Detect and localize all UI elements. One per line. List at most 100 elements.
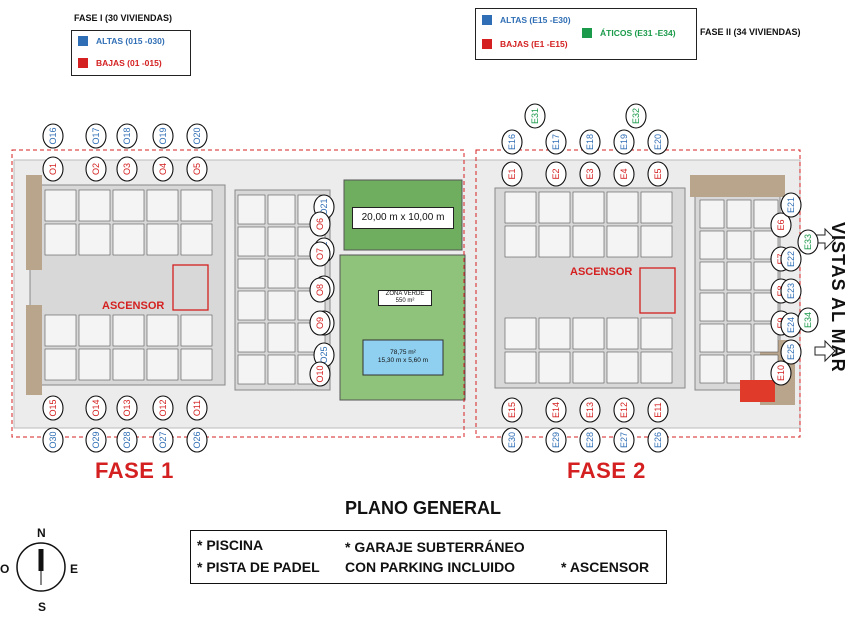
zona-verde-name: ZONA VERDE	[385, 291, 425, 297]
unit-marker-label: O13	[122, 399, 132, 416]
elevator-f1	[172, 264, 209, 311]
unit-marker-label: O7	[315, 248, 325, 260]
zona-verde-area: 550 m²	[395, 298, 415, 304]
unit-marker-label: E17	[551, 134, 561, 150]
unit-marker: E19	[613, 129, 635, 155]
unit-marker: E15	[501, 397, 523, 423]
apartment-module	[572, 317, 605, 350]
apartment-module	[699, 199, 725, 229]
apartment-module	[699, 261, 725, 291]
feature-padel: * PISTA DE PADEL	[197, 559, 320, 575]
unit-marker: E18	[579, 129, 601, 155]
legend-label: ALTAS (E15 -E30)	[500, 15, 571, 25]
unit-marker: O29	[85, 427, 107, 453]
unit-marker: O13	[116, 395, 138, 421]
unit-marker: O7	[309, 241, 331, 267]
legend-fase2-bajas: BAJAS (E1 -E15)	[482, 39, 568, 49]
unit-marker: O14	[85, 395, 107, 421]
blue-swatch	[482, 15, 492, 25]
unit-marker-label: E28	[585, 432, 595, 448]
apartment-module	[753, 323, 779, 353]
unit-marker-label: O5	[192, 163, 202, 175]
unit-marker: E28	[579, 427, 601, 453]
unit-marker-label: O9	[315, 317, 325, 329]
apartment-module	[640, 317, 673, 350]
unit-marker: O5	[186, 156, 208, 182]
unit-marker: O9	[309, 310, 331, 336]
apartment-module	[640, 191, 673, 224]
unit-marker: O12	[152, 395, 174, 421]
unit-marker: O27	[152, 427, 174, 453]
legend-label: ÁTICOS (E31 -E34)	[600, 28, 676, 38]
unit-marker-label: E24	[786, 317, 796, 333]
unit-marker: E11	[647, 397, 669, 423]
utility-room	[740, 380, 775, 402]
unit-marker-label: E6	[776, 219, 786, 230]
apartment-module	[180, 314, 213, 347]
unit-marker: E21	[780, 192, 802, 218]
unit-marker-label: O8	[315, 284, 325, 296]
legend-label: BAJAS (01 -015)	[96, 58, 162, 68]
apartment-module	[78, 348, 111, 381]
apartment-module	[180, 189, 213, 222]
unit-marker-label: E14	[551, 402, 561, 418]
unit-marker: E27	[613, 427, 635, 453]
apartment-module	[237, 194, 266, 225]
feature-parking: CON PARKING INCLUIDO	[345, 559, 516, 575]
apartment-module	[726, 199, 752, 229]
fase2-label: FASE 2	[567, 458, 646, 483]
unit-marker-label: E26	[653, 432, 663, 448]
unit-marker-label: E2	[551, 168, 561, 179]
legend-fase2-aticos: ÁTICOS (E31 -E34)	[582, 28, 676, 38]
apartment-module	[726, 354, 752, 384]
unit-marker: E1	[501, 161, 523, 187]
unit-marker-label: O14	[91, 399, 101, 416]
apartment-module	[267, 290, 296, 321]
unit-marker: O15	[42, 395, 64, 421]
zona-verde-label: ZONA VERDE 550 m²	[378, 290, 432, 306]
apartment-module	[44, 348, 77, 381]
unit-marker: E34	[797, 307, 819, 333]
legend-label: BAJAS (E1 -E15)	[500, 39, 568, 49]
unit-marker: E14	[545, 397, 567, 423]
unit-marker: E26	[647, 427, 669, 453]
red-swatch	[78, 58, 88, 68]
plan-title: PLANO GENERAL	[345, 498, 502, 518]
apartment-module	[237, 226, 266, 257]
fase1-label: FASE 1	[95, 458, 174, 483]
apartment-module	[504, 225, 537, 258]
apartment-module	[146, 314, 179, 347]
unit-marker-label: O17	[91, 127, 101, 144]
unit-marker: O28	[116, 427, 138, 453]
fase1-boundary	[11, 149, 465, 438]
feature-piscina: * PISCINA	[197, 537, 264, 553]
unit-marker-label: O4	[158, 163, 168, 175]
unit-marker-label: O16	[48, 127, 58, 144]
compass-e: E	[70, 562, 79, 576]
unit-marker: E25	[780, 339, 802, 365]
apartment-module	[504, 317, 537, 350]
legend-fase1-bajas: BAJAS (01 -015)	[78, 58, 162, 68]
unit-marker-label: O12	[158, 399, 168, 416]
unit-marker-label: O10	[315, 365, 325, 382]
apartment-module	[726, 323, 752, 353]
unit-marker-label: O30	[48, 431, 58, 448]
unit-marker-label: O26	[192, 431, 202, 448]
unit-marker-label: O3	[122, 163, 132, 175]
unit-marker: E23	[780, 278, 802, 304]
red-swatch	[482, 39, 492, 49]
feature-garaje: * GARAJE SUBTERRÁNEO	[345, 539, 525, 555]
unit-marker: E13	[579, 397, 601, 423]
apartment-module	[112, 189, 145, 222]
unit-marker-label: O2	[91, 163, 101, 175]
compass-icon	[16, 542, 66, 592]
terrace	[26, 305, 42, 395]
apartment-module	[606, 191, 639, 224]
unit-marker: O26	[186, 427, 208, 453]
apartment-module	[44, 314, 77, 347]
apartment-module	[538, 191, 571, 224]
pool-area: 78,75 m²	[390, 349, 416, 356]
unit-marker: E32	[625, 103, 647, 129]
